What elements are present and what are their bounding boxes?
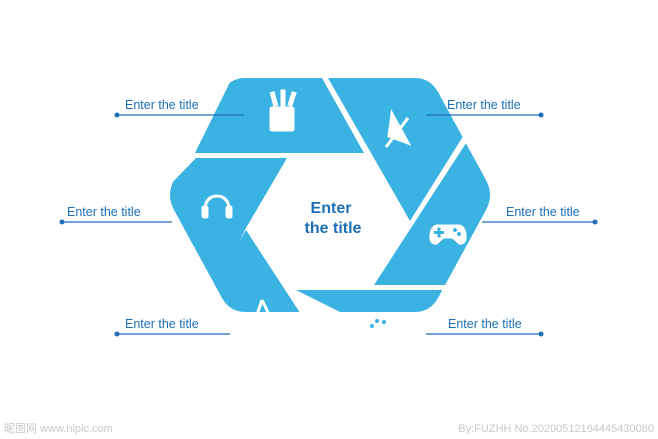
center-title-line2: the title <box>305 220 362 237</box>
label-middle-left: Enter the title <box>67 205 141 219</box>
label-bottom-left: Enter the title <box>125 317 199 331</box>
set-square-icon <box>384 109 412 148</box>
label-top-right: Enter the title <box>447 98 521 112</box>
watermark-left: 昵图网 www.nipic.com <box>4 422 113 435</box>
label-bottom-right: Enter the title <box>448 317 522 331</box>
callout-middle-right: Enter the title <box>482 205 598 225</box>
watermark-right: By:FUZHH No.20200512164445430080 <box>458 423 654 435</box>
callout-middle-left: Enter the title <box>59 205 172 225</box>
callout-bottom-right: Enter the title <box>426 317 544 337</box>
callout-top-right: Enter the title <box>426 98 544 118</box>
palette-icon <box>365 314 397 341</box>
app-store-icon <box>248 299 284 330</box>
gamepad-icon <box>429 224 467 245</box>
pencil-cup-icon <box>269 89 297 132</box>
watermark-strip <box>0 417 658 439</box>
segment-left[interactable] <box>160 158 287 300</box>
callout-top-left: Enter the title <box>114 98 244 118</box>
headphones-icon <box>201 194 233 219</box>
label-top-left: Enter the title <box>125 98 199 112</box>
segment-bottom-left[interactable] <box>205 230 336 368</box>
center-title-line1: Enter <box>311 200 352 217</box>
segment-top-right[interactable] <box>328 78 467 221</box>
segment-bottom-right[interactable] <box>296 290 458 312</box>
callout-bottom-left: Enter the title <box>114 317 230 337</box>
label-middle-right: Enter the title <box>506 205 580 219</box>
